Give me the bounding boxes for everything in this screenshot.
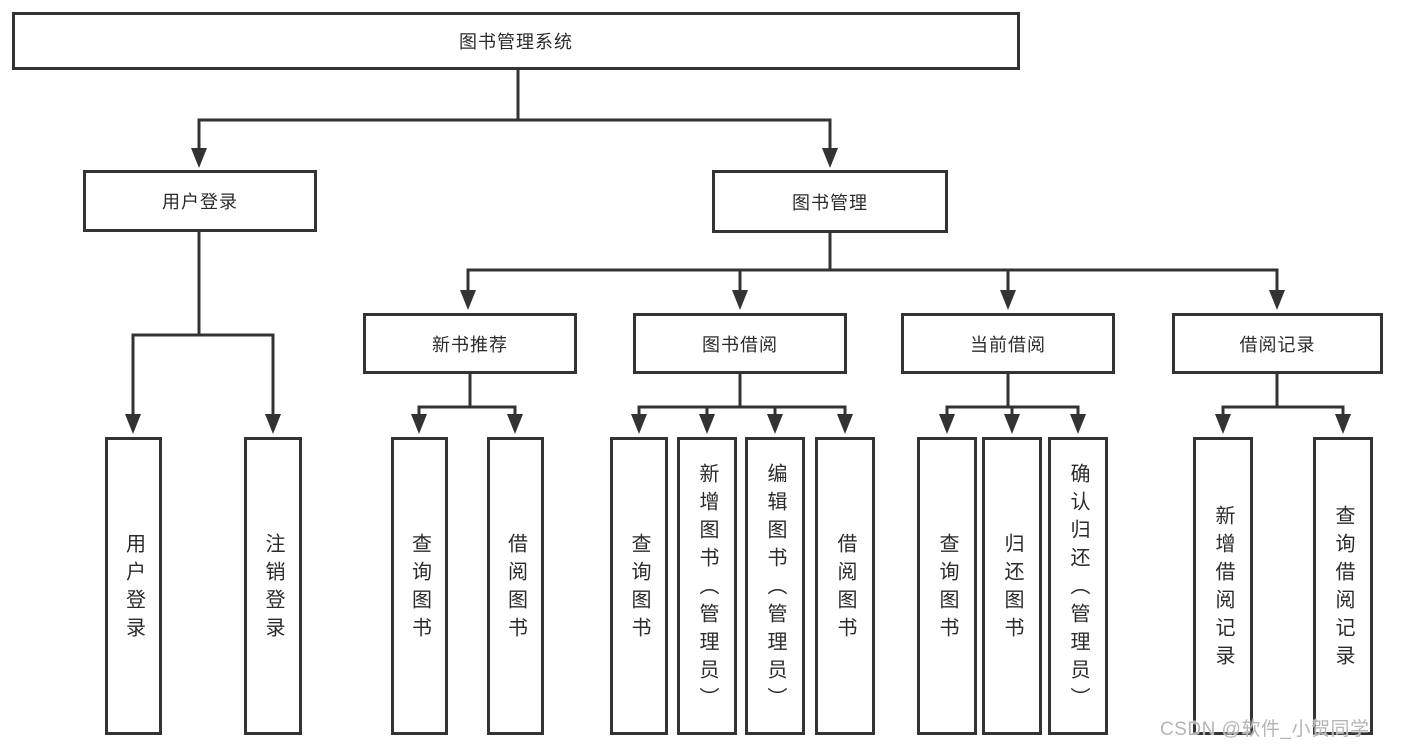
leaf-query-books-current: 查询图书 [917, 437, 977, 735]
leaf-logout: 注销登录 [244, 437, 302, 735]
node-new-book-recommend: 新书推荐 [363, 313, 577, 374]
leaf-edit-book-admin: 编辑图书（管理员） [745, 437, 805, 735]
leaf-user-login: 用户登录 [105, 437, 162, 735]
leaf-return-book: 归还图书 [982, 437, 1042, 735]
leaf-add-book-admin: 新增图书（管理员） [677, 437, 737, 735]
node-user-login: 用户登录 [83, 170, 317, 232]
node-borrowing-records: 借阅记录 [1172, 313, 1383, 374]
node-current-borrowing: 当前借阅 [901, 313, 1115, 374]
leaf-borrow-books-recommend: 借阅图书 [487, 437, 544, 735]
leaf-query-books-recommend: 查询图书 [391, 437, 448, 735]
leaf-query-borrow-record: 查询借阅记录 [1313, 437, 1373, 735]
node-book-borrowing: 图书借阅 [633, 313, 847, 374]
leaf-add-borrow-record: 新增借阅记录 [1193, 437, 1253, 735]
node-root-system: 图书管理系统 [12, 12, 1020, 70]
leaf-query-books-borrowing: 查询图书 [610, 437, 668, 735]
leaf-confirm-return-admin: 确认归还（管理员） [1048, 437, 1108, 735]
leaf-borrow-books-borrowing: 借阅图书 [815, 437, 875, 735]
csdn-watermark: CSDN @软件_小贺同学 [1160, 719, 1370, 740]
node-book-management: 图书管理 [712, 170, 948, 233]
